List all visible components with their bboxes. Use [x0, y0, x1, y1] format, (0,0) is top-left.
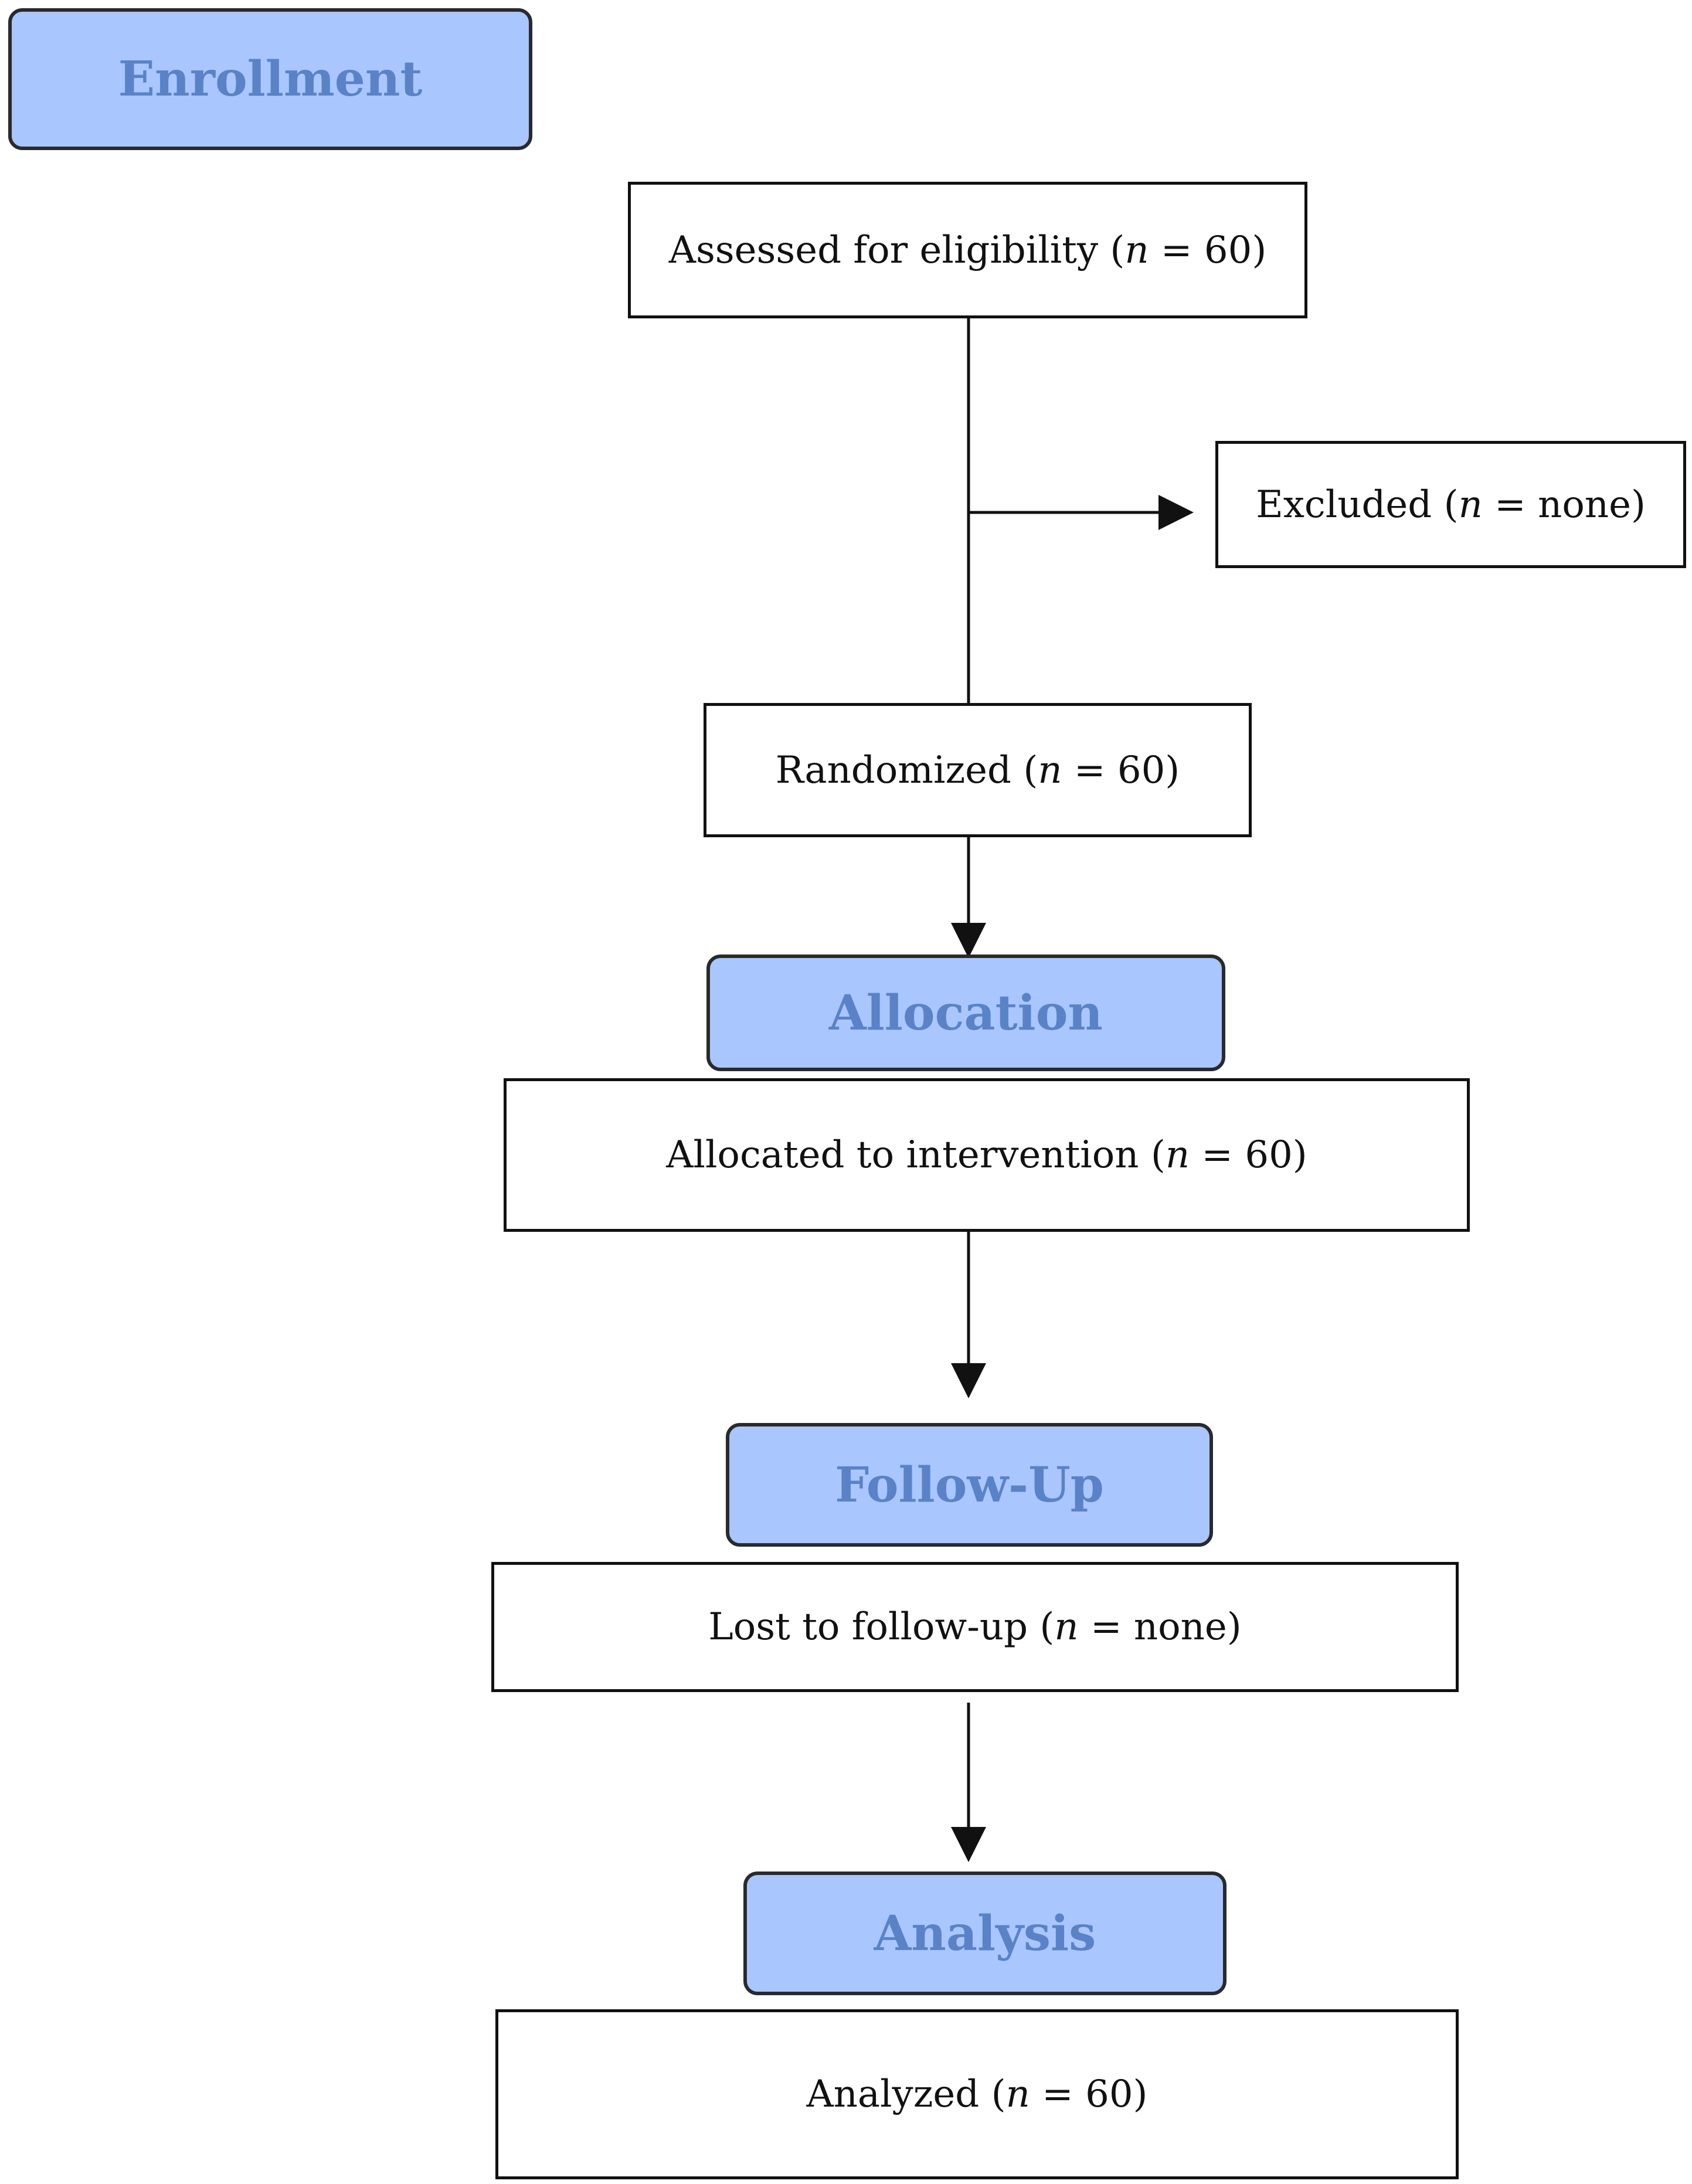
- stage-enrollment: Enrollment: [8, 8, 532, 150]
- lost-box: Lost to follow-up (n = none): [491, 1562, 1459, 1692]
- lost-label: Lost to follow-up (n = none): [708, 1605, 1242, 1649]
- analyzed-label: Analyzed (n = 60): [806, 2073, 1148, 2116]
- n-symbol: n: [1165, 1133, 1190, 1177]
- stage-allocation: Allocation: [706, 955, 1225, 1071]
- n-symbol: n: [1005, 2073, 1030, 2116]
- analyzed-box: Analyzed (n = 60): [495, 2009, 1459, 2179]
- randomized-label: Randomized (n = 60): [775, 748, 1180, 792]
- randomized-box: Randomized (n = 60): [704, 703, 1252, 837]
- excluded-box: Excluded (n = none): [1215, 441, 1686, 568]
- n-symbol: n: [1054, 1605, 1079, 1649]
- stage-follow-up-label: Follow-Up: [835, 1456, 1104, 1513]
- stage-follow-up: Follow-Up: [726, 1423, 1213, 1547]
- stage-analysis-label: Analysis: [874, 1905, 1096, 1962]
- excluded-label: Excluded (n = none): [1256, 483, 1646, 527]
- n-symbol: n: [1124, 228, 1149, 272]
- assessed-box: Assessed for eligibility (n = 60): [628, 182, 1307, 318]
- n-symbol: n: [1038, 748, 1062, 792]
- stage-allocation-label: Allocation: [828, 984, 1103, 1041]
- allocated-label: Allocated to intervention (n = 60): [666, 1133, 1307, 1177]
- n-symbol: n: [1458, 483, 1483, 527]
- assessed-label: Assessed for eligibility (n = 60): [668, 228, 1267, 272]
- allocated-box: Allocated to intervention (n = 60): [504, 1078, 1470, 1232]
- stage-enrollment-label: Enrollment: [118, 51, 423, 107]
- stage-analysis: Analysis: [743, 1871, 1226, 1995]
